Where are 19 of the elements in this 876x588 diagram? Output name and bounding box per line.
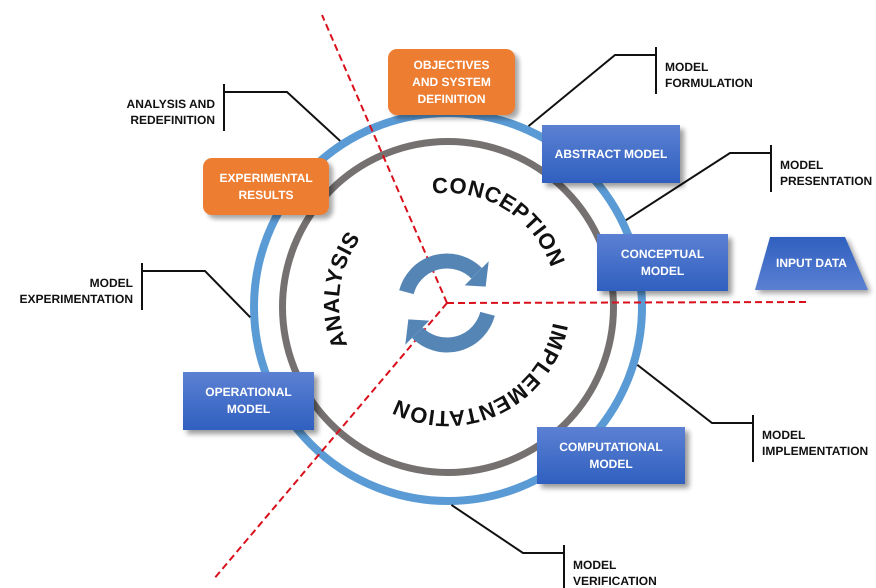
stage-box: OBJECTIVES AND SYSTEM DEFINITION: [388, 49, 515, 115]
phase-callout: MODEL EXPERIMENTATION: [10, 263, 143, 310]
leader-line: [143, 270, 251, 318]
phase-callout: MODEL PRESENTATION: [770, 145, 876, 192]
leader-line: [636, 364, 752, 424]
input-trapezoid: INPUT DATA: [755, 237, 868, 290]
leader-line: [528, 54, 655, 127]
stage-box: EXPERIMENTAL RESULTS: [203, 158, 329, 215]
phase-callout: ANALYSIS AND REDEFINITION: [115, 84, 225, 131]
phase-callout: MODEL FORMULATION: [655, 47, 767, 94]
model-box: CONCEPTUAL MODEL: [597, 234, 728, 291]
model-box: COMPUTATIONAL MODEL: [537, 427, 685, 484]
phase-callout: MODEL VERIFICATION: [563, 545, 673, 588]
leader-line: [450, 504, 563, 554]
leader-line: [225, 91, 341, 142]
model-box: ABSTRACT MODEL: [542, 125, 680, 183]
model-box: OPERATIONAL MODEL: [183, 372, 314, 430]
phase-callout: MODEL IMPLEMENTATION: [752, 415, 876, 462]
leader-line: [625, 152, 770, 222]
